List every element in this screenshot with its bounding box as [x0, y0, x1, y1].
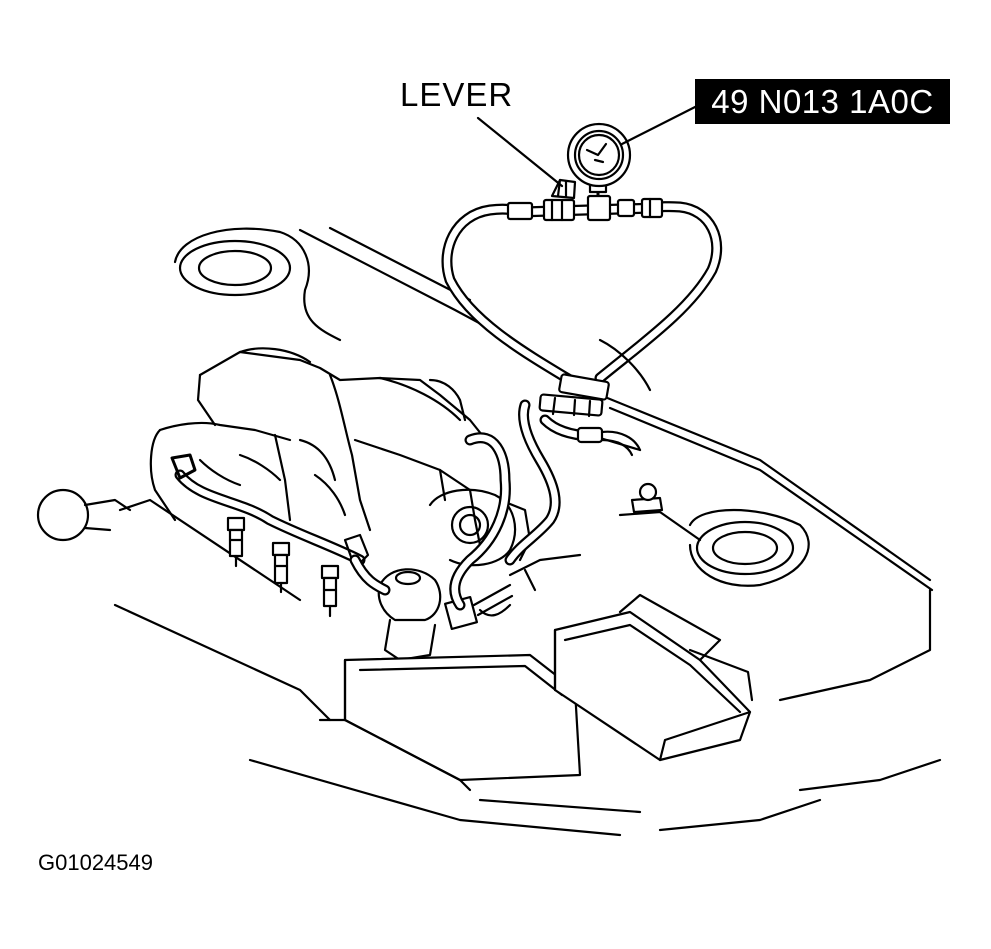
reservoir-cap [36, 488, 132, 542]
left-strut-mount [178, 239, 292, 297]
battery-terminal [618, 482, 702, 542]
intake-manifold [149, 347, 532, 567]
gauge-hose-loop [441, 201, 723, 386]
battery [553, 593, 754, 762]
fuel-injector [226, 516, 246, 568]
shutoff-lever [550, 178, 577, 200]
lever-label: LEVER [400, 76, 514, 113]
hose-connector [538, 373, 642, 457]
fuel-injector [271, 541, 291, 594]
tool-leader-line [620, 104, 699, 146]
fuel-pressure-regulator [349, 554, 514, 662]
gauge-tee-fitting [506, 194, 664, 222]
fuel-pressure-gauge [566, 122, 632, 207]
fuel-injector [320, 564, 340, 618]
air-cleaner-box [318, 653, 582, 792]
engine-bay-body-outline [113, 226, 942, 837]
engine-fuel-line [449, 399, 561, 611]
tool-number-label: 49 N013 1A0C [695, 79, 950, 124]
wire-harness [478, 338, 652, 617]
figure-id: G01024549 [38, 850, 153, 875]
right-strut-mount [695, 520, 795, 576]
lever-leader-line [476, 116, 564, 188]
